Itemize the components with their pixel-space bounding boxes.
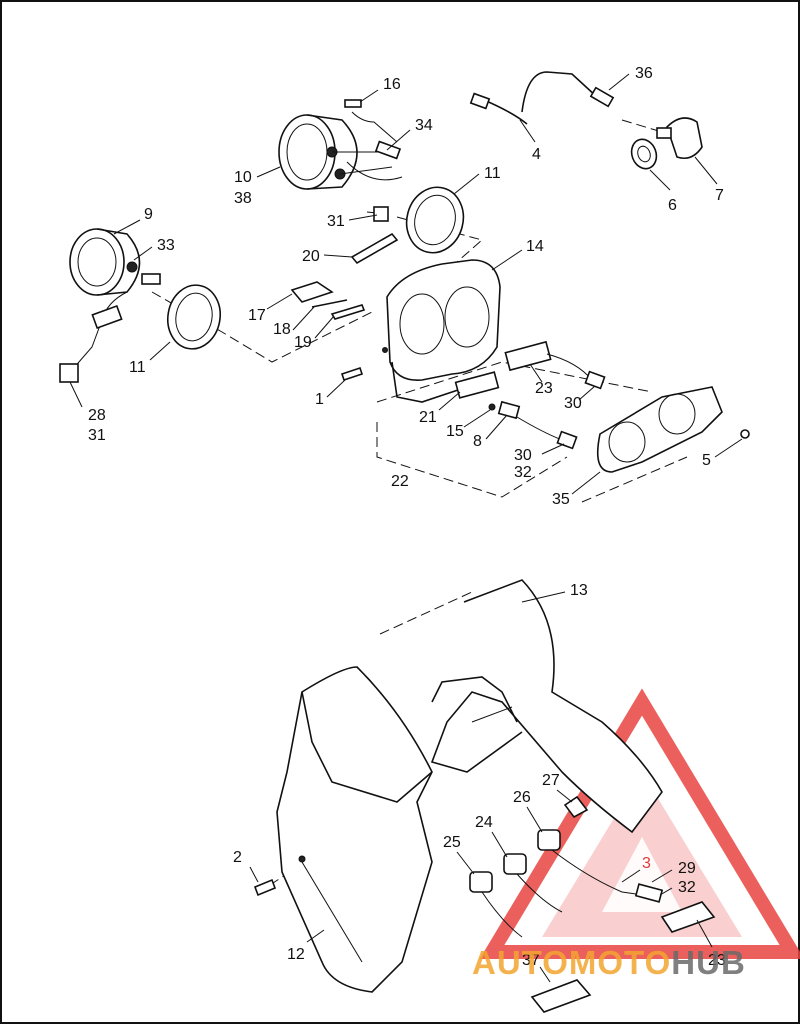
callout-29: 29 [678,860,696,877]
callout-17: 17 [248,307,266,324]
callout-12: 12 [287,946,305,963]
switches-and-harness [469,795,716,1013]
callout-22: 22 [391,473,409,490]
bulb-harness-15-8 [488,400,578,450]
callout-5: 5 [702,452,711,469]
callout-28: 28 [88,407,106,424]
callout-16: 16 [383,76,401,93]
callout-10: 10 [234,169,252,186]
connectors-21-23 [454,340,606,399]
callout-8: 8 [473,433,482,450]
callout-36: 36 [635,65,653,82]
callout-21: 21 [419,409,437,426]
callout-11-upper: 11 [484,165,501,182]
callout-1: 1 [315,391,324,408]
callout-leaders [69,73,743,983]
callout-32-upper: 32 [514,464,532,481]
callout-13: 13 [570,582,588,599]
callout-24: 24 [475,814,493,831]
callout-37: 37 [522,952,540,969]
callout-labels: 16 34 10 38 11 31 20 9 33 11 28 31 17 18… [88,65,726,969]
callout-23-upper: 23 [535,380,553,397]
callout-4: 4 [532,146,541,163]
callout-33: 33 [157,237,175,254]
callout-27: 27 [542,772,560,789]
screw-1 [340,366,364,382]
callout-2: 2 [233,849,242,866]
callout-3: 3 [642,855,651,872]
callout-23-lower: 23 [708,952,726,969]
callout-26: 26 [513,789,531,806]
callout-15: 15 [446,423,464,440]
callout-34: 34 [415,117,433,134]
callout-11-left: 11 [129,359,146,376]
callout-38: 38 [234,190,252,207]
callout-30-upper: 30 [564,395,582,412]
left-gauge-assembly [59,228,161,383]
callout-30-lower: 30 [514,447,532,464]
lower-fairing-13 [430,579,663,834]
callout-7: 7 [715,187,724,204]
callout-32-lower: 32 [678,879,696,896]
screw-5 [740,429,750,439]
gauge-housing-14 [382,259,501,403]
callout-35: 35 [552,491,570,508]
callout-20: 20 [302,248,320,265]
callout-6: 6 [668,197,677,214]
callout-9: 9 [144,206,153,223]
trim-ring-left [166,284,222,350]
screw-2 [253,878,277,897]
callout-31-left: 31 [88,427,106,444]
watermark-automoto: AUTOMOTO [472,944,671,981]
callout-25: 25 [443,834,461,851]
bracket-35 [596,386,723,473]
upper-gauge-assembly [278,99,403,222]
lower-fairing-12 [276,666,433,993]
watermark-hub: HUB [671,944,746,981]
watermark-text: AUTOMOTOHUB [472,944,746,981]
callout-19: 19 [294,334,312,351]
callout-14: 14 [526,238,544,255]
speedo-cable-36 [469,71,703,170]
small-parts-17-19 [290,281,366,320]
pin-20 [350,232,399,265]
callout-18: 18 [273,321,291,338]
callout-31-upper: 31 [327,213,345,230]
trim-ring-upper [405,186,465,254]
